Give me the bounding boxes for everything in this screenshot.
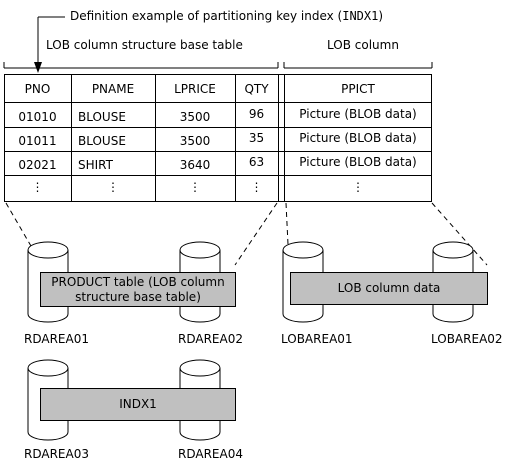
table-cell: ⋮ [189, 180, 201, 194]
table-cell: 96 [248, 107, 265, 121]
rdarea02-label: RDAREA02 [178, 332, 243, 346]
table-grid [4, 74, 432, 202]
table-cell: 02021 [18, 158, 57, 172]
product-table-line2: structure base table) [75, 289, 201, 304]
lob-column-bracket [283, 62, 433, 69]
table-cell: ⋮ [250, 180, 263, 194]
table-cell: SHIRT [78, 158, 113, 172]
table-cell: ⋮ [352, 180, 364, 194]
rdarea04-label: RDAREA04 [178, 447, 243, 461]
col-header-lprice: LPRICE [174, 82, 216, 96]
col-header-qty: QTY [244, 82, 269, 96]
index-box: INDX1 [40, 388, 236, 421]
table-cell: Picture (BLOB data) [299, 131, 417, 145]
col-header-pname: PNAME [91, 82, 135, 96]
table-cell: 63 [248, 155, 265, 169]
col-header-pno: PNO [24, 82, 51, 96]
base-table-bracket [3, 62, 279, 69]
lob-column-data-box: LOB column data [290, 272, 488, 305]
table-cell: 3500 [179, 134, 211, 148]
col-header-ppict: PPICT [341, 82, 375, 96]
partition-key-annotation: Definition example of partitioning key i… [70, 9, 383, 23]
annotation-leader [37, 16, 65, 62]
product-table-box: PRODUCT table (LOB column structure base… [40, 272, 236, 307]
lob-column-data-label: LOB column data [337, 281, 441, 295]
base-table-header: LOB column structure base table [46, 38, 243, 52]
annotation-suffix: ) [378, 9, 384, 23]
cylinder-rdarea03 [27, 359, 69, 441]
table-cell: 3640 [179, 158, 211, 172]
table-cell: 3500 [179, 110, 211, 124]
table-cell: ⋮ [107, 180, 119, 194]
lob-column-header: LOB column [327, 38, 399, 52]
lobarea02-label: LOBAREA02 [431, 332, 503, 346]
table-cell: 35 [248, 131, 265, 145]
rdarea03-label: RDAREA03 [24, 447, 89, 461]
table-cell: BLOUSE [78, 134, 126, 148]
projection-lines [5, 202, 488, 266]
rdarea01-label: RDAREA01 [24, 332, 89, 346]
table-cell: ⋮ [31, 180, 44, 194]
table-cell: Picture (BLOB data) [299, 107, 417, 121]
annotation-prefix: Definition example of partitioning key i… [70, 9, 343, 23]
lob-structure-table: PNO PNAME LPRICE QTY PPICT 01010 BLOUSE … [4, 74, 432, 202]
table-cell: 01010 [18, 110, 57, 124]
annotation-index-name: INDX1 [342, 9, 379, 23]
table-cell: BLOUSE [78, 110, 126, 124]
lobarea01-label: LOBAREA01 [281, 332, 353, 346]
table-cell: Picture (BLOB data) [299, 155, 417, 169]
index-label: INDX1 [119, 397, 157, 411]
table-cell: 01011 [18, 134, 57, 148]
product-table-line1: PRODUCT table (LOB column [51, 274, 225, 289]
